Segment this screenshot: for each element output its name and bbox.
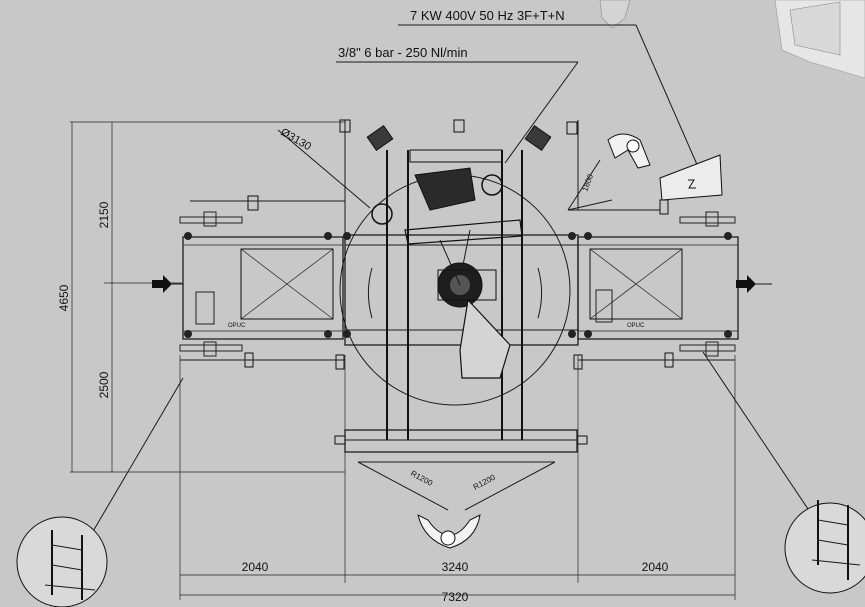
operator-reach-label: 1800 bbox=[580, 172, 595, 192]
operator-zone-bottom: R1200 R1200 bbox=[357, 461, 556, 549]
flow-in-arrow-icon bbox=[152, 275, 172, 293]
rack-detail-left bbox=[16, 516, 108, 607]
dimension-lines bbox=[70, 121, 736, 600]
air-spec-label: 3/8" 6 bar - 250 Nl/min bbox=[338, 45, 468, 60]
electrical-cabinet bbox=[659, 154, 723, 215]
dimension-width-right: 2040 bbox=[642, 560, 669, 574]
dimension-width-left: 2040 bbox=[242, 560, 269, 574]
power-spec-label: 7 KW 400V 50 Hz 3F+T+N bbox=[410, 8, 565, 23]
dimension-width-total: 7320 bbox=[442, 590, 469, 604]
left-conveyor-label: OPUC bbox=[228, 323, 246, 329]
right-conveyor: OPUC bbox=[577, 211, 739, 357]
right-conveyor-label: OPUC bbox=[627, 323, 645, 329]
flow-out-arrow-icon bbox=[736, 275, 756, 293]
rack-detail-right bbox=[784, 500, 865, 594]
machine-photo-top-right bbox=[599, 0, 865, 79]
left-conveyor: OPUC bbox=[179, 211, 344, 357]
dimension-height-upper: 2150 bbox=[97, 201, 111, 228]
dimension-width-center: 3240 bbox=[442, 560, 469, 574]
diameter-label: Ø3130 bbox=[279, 126, 314, 153]
radius-right-label: R1200 bbox=[472, 472, 498, 491]
frame-posts bbox=[180, 232, 735, 370]
leader-lines bbox=[84, 24, 813, 546]
robot-arm bbox=[366, 125, 552, 379]
central-cell-frame bbox=[190, 119, 588, 453]
lightning-icon bbox=[688, 179, 696, 189]
radius-left-label: R1200 bbox=[409, 469, 435, 488]
dimension-height-lower: 2500 bbox=[97, 371, 111, 398]
dimension-height-total: 4650 bbox=[57, 284, 71, 311]
operator-zone-top: 1800 bbox=[567, 133, 660, 211]
